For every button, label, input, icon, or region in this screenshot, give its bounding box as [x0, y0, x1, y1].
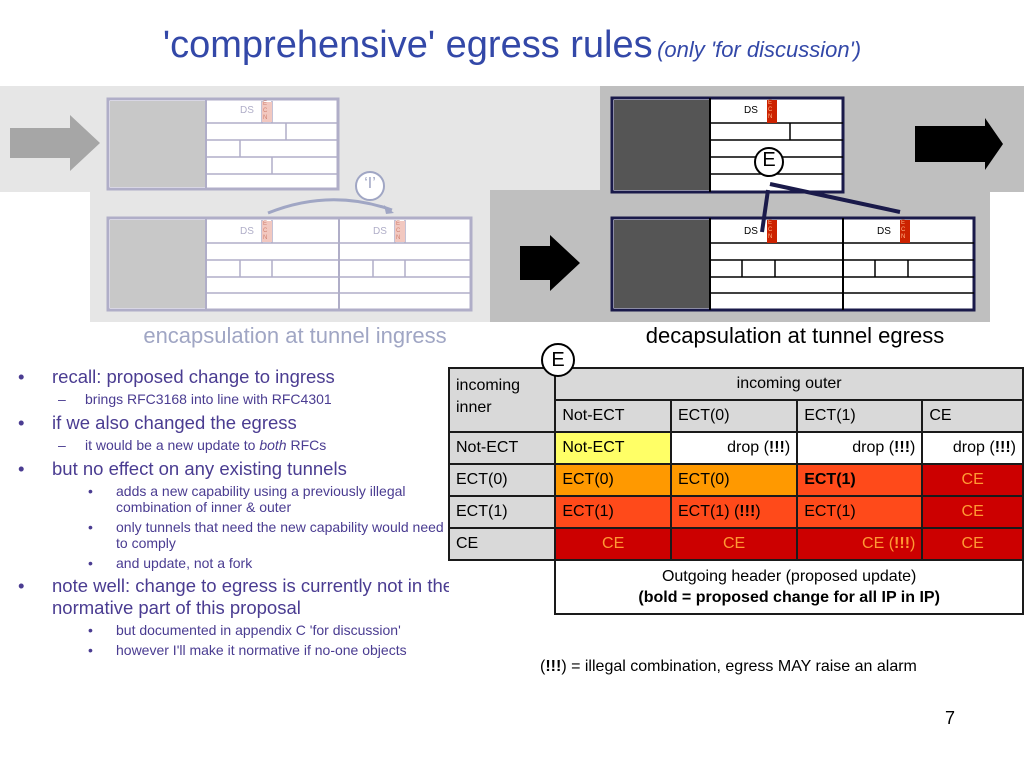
- bullet-item: if we also changed the egress: [18, 412, 458, 434]
- bullet-item: but no effect on any existing tunnels: [18, 458, 458, 480]
- i-label: ‘I’: [364, 175, 376, 192]
- middle-arrow-icon: [520, 235, 580, 291]
- egress-table: incoming inner incoming outer Not-ECT EC…: [447, 367, 1024, 615]
- table-cell: CE: [921, 495, 1024, 529]
- ds-label-egress-top: DS: [744, 105, 758, 116]
- i-circle: [355, 171, 385, 201]
- row-header: CE: [447, 527, 557, 561]
- table-cell: drop (!!!): [669, 431, 799, 465]
- row-header: Not-ECT: [447, 431, 557, 465]
- empty-cell: [449, 559, 557, 614]
- combine-line-outer: [769, 182, 901, 214]
- col-header: CE: [921, 399, 1024, 433]
- table-cell: drop (!!!): [796, 431, 924, 465]
- sub-sub-bullet-item: but documented in appendix C 'for discus…: [18, 622, 458, 638]
- table-cell: ECT(0): [669, 463, 799, 497]
- col-header: ECT(0): [669, 399, 799, 433]
- footer-line-2: (bold = proposed change for all IP in IP…: [638, 589, 940, 606]
- illegal-note: (!!!) = illegal combination, egress MAY …: [540, 658, 917, 675]
- title-subtitle: (only 'for discussion'): [657, 37, 862, 62]
- ecn-label-egress-inner: E C N: [768, 220, 773, 240]
- row-header: ECT(1): [447, 495, 557, 529]
- table-cell: ECT(1): [554, 495, 672, 529]
- outer-header: incoming outer: [554, 367, 1024, 401]
- row-header: ECT(0): [447, 463, 557, 497]
- packet-ingress-bottom: [106, 216, 473, 312]
- caption-ingress: encapsulation at tunnel ingress: [143, 323, 447, 348]
- table-cell: CE: [921, 463, 1024, 497]
- table-cell: ECT(1): [796, 463, 924, 497]
- table-cell: drop (!!!): [921, 431, 1024, 465]
- ds-label-ingress-inner: DS: [240, 226, 254, 237]
- table-footer: Outgoing header (proposed update) (bold …: [554, 559, 1024, 615]
- ecn-label-ingress-top: E C N: [263, 101, 268, 121]
- sub-bullet-item: it would be a new update to both RFCs: [18, 437, 458, 454]
- bullet-item: recall: proposed change to ingress: [18, 366, 458, 388]
- ingress-arrow-icon: [10, 115, 100, 171]
- combine-line-inner: [760, 189, 770, 233]
- table-cell: ECT(1): [796, 495, 924, 529]
- sub-sub-bullet-item: adds a new capability using a previously…: [18, 483, 458, 515]
- ecn-label-ingress-outer: E C N: [396, 221, 401, 241]
- packet-egress-top: [610, 96, 845, 194]
- ds-label-egress-inner: DS: [744, 226, 758, 237]
- corner-header: incoming inner: [447, 367, 557, 433]
- ds-label-egress-outer: DS: [877, 226, 891, 237]
- bullet-item: note well: change to egress is currently…: [18, 575, 458, 619]
- sub-sub-bullet-item: only tunnels that need the new capabilit…: [18, 519, 458, 551]
- table-cell: CE (!!!): [796, 527, 924, 561]
- copy-arrow-icon: [267, 198, 393, 215]
- ds-label-ingress-outer: DS: [373, 226, 387, 237]
- title-main: 'comprehensive' egress rules: [162, 24, 653, 66]
- ecn-label-egress-outer: E C N: [901, 220, 906, 240]
- ecn-label-egress-top: E C N: [768, 100, 773, 120]
- ds-label-ingress-top: DS: [240, 105, 254, 116]
- ecn-label-ingress-inner: E C N: [263, 221, 268, 241]
- footer-line-1: Outgoing header (proposed update): [661, 568, 917, 585]
- sub-sub-bullet-item: however I'll make it normative if no-one…: [18, 642, 458, 658]
- packet-ingress-top: [106, 97, 340, 191]
- e-label-diagram: E: [762, 149, 776, 171]
- table-cell: CE: [669, 527, 799, 561]
- page-number: 7: [945, 708, 956, 728]
- table-cell: Not-ECT: [554, 431, 672, 465]
- sub-sub-bullet-item: and update, not a fork: [18, 555, 458, 571]
- bullet-list: recall: proposed change to ingress bring…: [18, 366, 458, 662]
- caption-egress: decapsulation at tunnel egress: [645, 323, 945, 348]
- sub-bullet-item: brings RFC3168 into line with RFC4301: [18, 391, 458, 408]
- slide-title: 'comprehensive' egress rules (only 'for …: [0, 24, 1024, 67]
- table-cell: CE: [554, 527, 672, 561]
- packet-egress-bottom: [610, 216, 976, 312]
- table-cell: ECT(0): [554, 463, 672, 497]
- col-header: ECT(1): [796, 399, 924, 433]
- table-cell: ECT(1) (!!!): [669, 495, 799, 529]
- egress-arrow-icon: [915, 118, 1003, 170]
- col-header: Not-ECT: [554, 399, 672, 433]
- e-circle-table: E: [541, 343, 575, 377]
- table-cell: CE: [921, 527, 1024, 561]
- e-circle-diagram: [754, 147, 784, 177]
